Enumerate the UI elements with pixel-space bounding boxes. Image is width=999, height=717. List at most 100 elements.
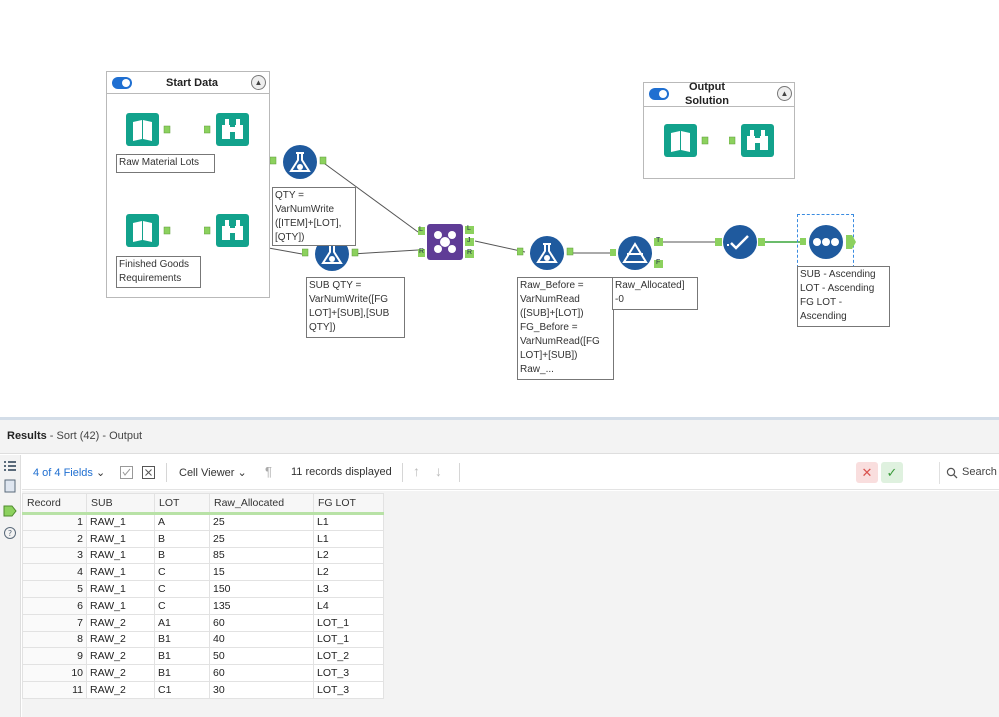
table-cell[interactable]: LOT_3 — [313, 680, 384, 699]
join-tool[interactable]: L R L J R — [418, 224, 476, 260]
table-cell[interactable]: L1 — [313, 529, 384, 548]
checkbox-select-icon[interactable] — [120, 466, 133, 479]
table-cell[interactable]: 25 — [209, 513, 314, 531]
table-cell[interactable]: 40 — [209, 630, 314, 649]
sort-tool[interactable] — [800, 224, 858, 260]
table-cell[interactable]: B1 — [154, 647, 210, 666]
table-cell[interactable]: L1 — [313, 513, 384, 531]
cell-viewer-dropdown[interactable]: Cell Viewer ⌄ — [179, 466, 247, 479]
cancel-edit-button[interactable]: ✕ — [856, 462, 878, 483]
panel-divider[interactable] — [0, 417, 999, 420]
browse-tool[interactable] — [204, 214, 250, 248]
record-number-cell[interactable]: 1 — [22, 513, 87, 531]
record-number-cell[interactable]: 10 — [22, 664, 87, 682]
record-number-cell[interactable]: 4 — [22, 563, 87, 582]
table-cell[interactable]: LOT_2 — [313, 647, 384, 666]
table-cell[interactable]: B1 — [154, 630, 210, 649]
table-cell[interactable]: A1 — [154, 613, 210, 632]
collapse-icon[interactable]: ▲ — [777, 86, 792, 101]
input-data-tool[interactable] — [126, 113, 176, 147]
filter-tool[interactable]: T F — [610, 235, 666, 271]
table-cell[interactable]: RAW_1 — [86, 563, 155, 582]
table-cell[interactable]: 25 — [209, 529, 314, 548]
browse-tool[interactable] — [729, 124, 775, 158]
table-cell[interactable]: L3 — [313, 580, 384, 598]
record-number-cell[interactable]: 9 — [22, 647, 87, 666]
help-icon[interactable]: ? — [3, 526, 17, 540]
table-cell[interactable]: RAW_2 — [86, 630, 155, 649]
data-tag-icon[interactable] — [3, 504, 17, 518]
record-number-cell[interactable]: 6 — [22, 596, 87, 615]
table-cell[interactable]: B1 — [154, 664, 210, 682]
browse-tool[interactable] — [204, 113, 250, 147]
table-cell[interactable]: RAW_2 — [86, 647, 155, 666]
table-cell[interactable]: RAW_2 — [86, 680, 155, 699]
formula-tool[interactable] — [270, 145, 328, 181]
metadata-icon[interactable] — [3, 479, 17, 493]
table-cell[interactable]: C — [154, 563, 210, 582]
table-cell[interactable]: LOT_1 — [313, 613, 384, 632]
column-header[interactable]: FG LOT — [313, 493, 384, 515]
list-view-icon[interactable] — [3, 459, 17, 473]
table-cell[interactable]: 135 — [209, 596, 314, 615]
column-header[interactable]: LOT — [154, 493, 210, 515]
table-cell[interactable]: L2 — [313, 563, 384, 582]
arrow-down-icon[interactable]: ↓ — [435, 463, 442, 479]
table-cell[interactable]: L4 — [313, 596, 384, 615]
table-cell[interactable]: RAW_2 — [86, 613, 155, 632]
table-cell[interactable]: LOT_1 — [313, 630, 384, 649]
table-cell[interactable]: C1 — [154, 680, 210, 699]
table-cell[interactable]: RAW_1 — [86, 546, 155, 565]
table-cell[interactable]: 150 — [209, 580, 314, 598]
table-cell[interactable]: L2 — [313, 546, 384, 565]
column-header[interactable]: SUB — [86, 493, 155, 515]
collapse-icon[interactable]: ▲ — [251, 75, 266, 90]
table-cell[interactable]: LOT_3 — [313, 664, 384, 682]
table-cell[interactable]: B — [154, 546, 210, 565]
formula-tool[interactable] — [517, 236, 575, 272]
deselect-icon[interactable] — [142, 466, 155, 479]
table-cell[interactable]: C — [154, 580, 210, 598]
table-cell[interactable]: 60 — [209, 613, 314, 632]
column-header[interactable]: Record — [22, 493, 87, 515]
search-input[interactable]: Search — [939, 462, 999, 484]
input-data-tool[interactable] — [126, 214, 176, 248]
container-toggle[interactable] — [649, 88, 669, 100]
container-toggle[interactable] — [112, 77, 132, 89]
workflow-canvas[interactable]: Start Data ▲ Output Solution ▲ — [0, 0, 999, 417]
column-header[interactable]: Raw_Allocated — [209, 493, 314, 515]
record-number-cell[interactable]: 11 — [22, 680, 87, 699]
record-number-cell[interactable]: 8 — [22, 630, 87, 649]
table-cell[interactable]: 85 — [209, 546, 314, 565]
record-number-cell[interactable]: 7 — [22, 613, 87, 632]
table-cell[interactable]: RAW_1 — [86, 596, 155, 615]
table-cell[interactable]: 15 — [209, 563, 314, 582]
table-cell[interactable]: RAW_1 — [86, 513, 155, 531]
confirm-edit-button[interactable]: ✓ — [881, 462, 903, 483]
table-cell[interactable]: 60 — [209, 664, 314, 682]
record-number-cell[interactable]: 3 — [22, 546, 87, 565]
select-tool[interactable] — [710, 224, 768, 260]
table-cell[interactable]: RAW_2 — [86, 664, 155, 682]
table-cell[interactable]: RAW_1 — [86, 529, 155, 548]
table-cell[interactable]: A — [154, 513, 210, 531]
fields-dropdown[interactable]: 4 of 4 Fields ⌄ — [33, 466, 105, 479]
table-cell[interactable]: RAW_1 — [86, 580, 155, 598]
table-cell[interactable]: C — [154, 596, 210, 615]
table-cell[interactable]: 50 — [209, 647, 314, 666]
table-cell[interactable]: B — [154, 529, 210, 548]
table-cell[interactable]: 30 — [209, 680, 314, 699]
record-number-cell[interactable]: 2 — [22, 529, 87, 548]
input-data-tool[interactable] — [664, 124, 714, 158]
